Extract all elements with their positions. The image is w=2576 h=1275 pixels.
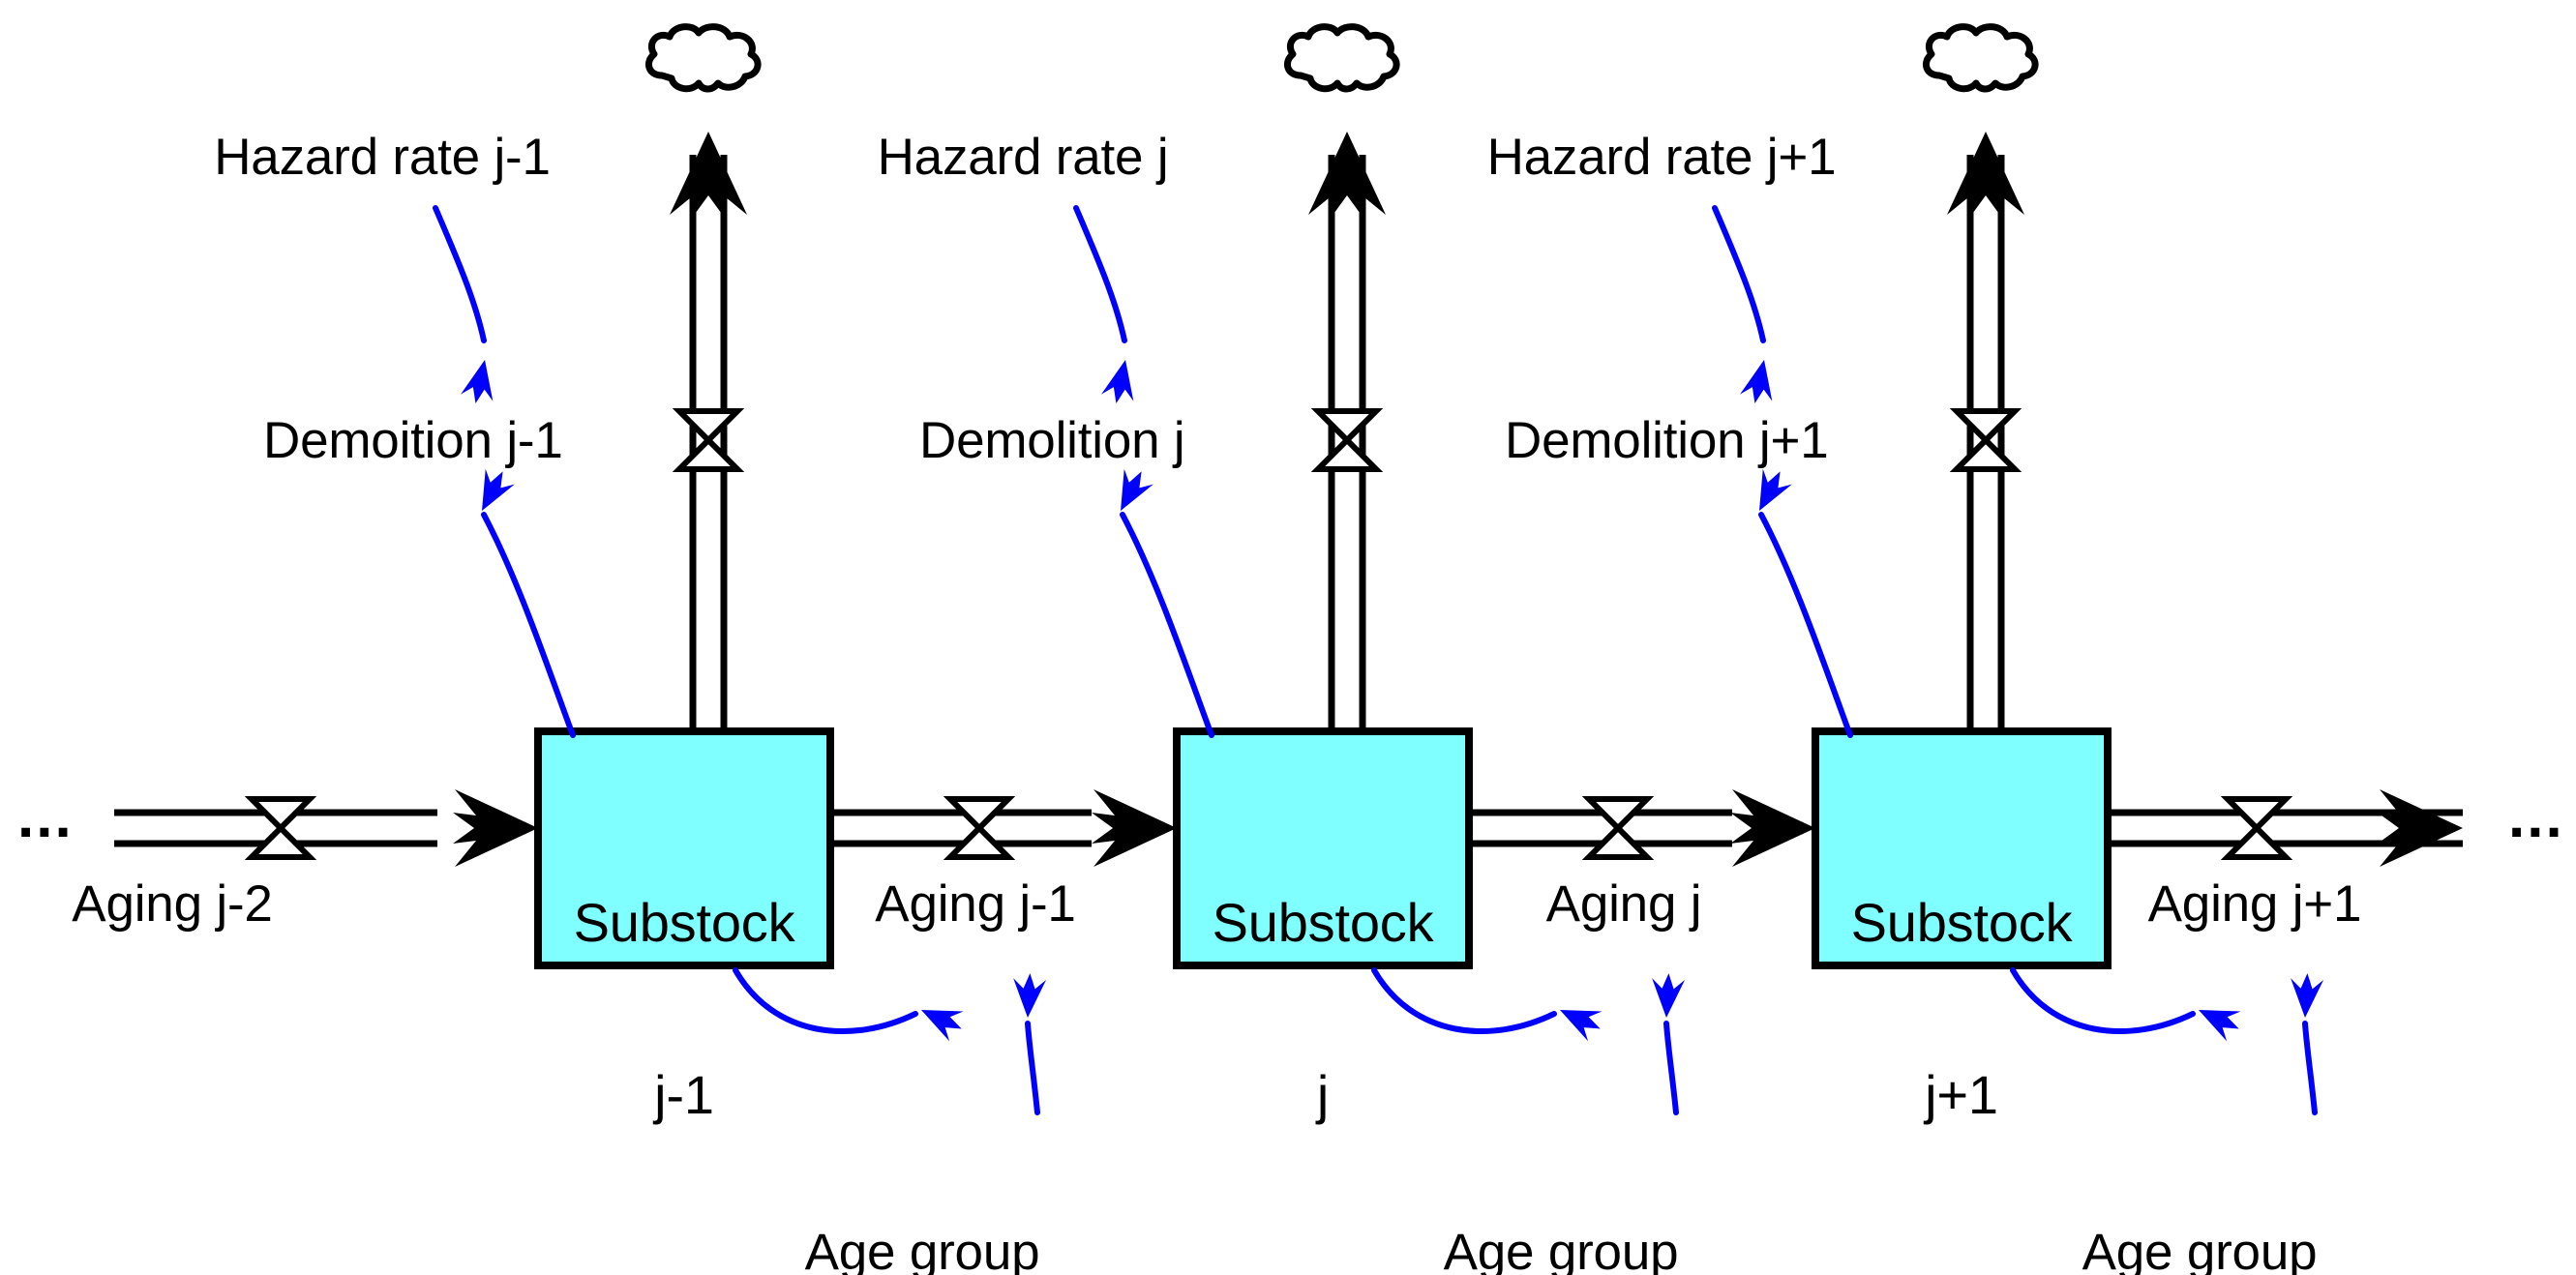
stock-j-minus-1-label[interactable]: Substock j-1 [544,779,824,1181]
cloud-icon-j [1287,27,1396,89]
demolition-pipes [689,155,2005,733]
valve-icon-demolition-j [1318,411,1376,469]
flow-arrowhead-demolition-j [1308,132,1386,217]
ellipsis-right: ... [2508,784,2564,850]
valve-icon-aging-j-minus-1 [950,799,1008,857]
cloud-icon-j-plus-1 [1926,27,2035,89]
causal-links [433,205,2318,1115]
demolition-j-plus-1-label[interactable]: Demolition j+1 [1505,412,1829,469]
cloud-icon-j-minus-1 [648,27,758,89]
causal-arrowhead-hazard-j [1099,356,1142,407]
hazard-rate-j-label[interactable]: Hazard rate j [877,129,1169,186]
stock-j-label[interactable]: Substock j [1183,779,1463,1181]
age-group-duration-j-minus-1-label[interactable]: Age group duration j-1 [695,1117,1150,1275]
causal-arrowhead-hazard-j-minus-1 [459,356,501,407]
valve-icon-demolition-j-plus-1 [1957,411,2015,469]
valve-icon-aging-j-minus-2 [252,799,310,857]
valve-icon-demolition-j-minus-1 [679,411,737,469]
age-group-duration-j-minus-1-line1: Age group [804,1224,1040,1275]
stock-j-line1: Substock [1212,891,1434,953]
flow-arrowhead-aging-j-plus-1 [2378,789,2463,867]
stock-boxes [534,727,2112,969]
causal-arrowhead-duration-j [1650,972,1686,1019]
aging-j-label[interactable]: Aging j [1545,875,1702,933]
demolition-j-minus-1-label[interactable]: Demoition j-1 [263,412,563,469]
age-group-duration-j-plus-1-line1: Age group [2082,1224,2318,1275]
ellipsis-left: ... [17,784,74,850]
causal-arrowhead-duration-j-minus-1 [1011,972,1047,1019]
valve-icon-aging-j-plus-1 [2228,799,2286,857]
stock-j-plus-1-label[interactable]: Substock j+1 [1821,779,2102,1181]
hazard-rate-j-minus-1-label[interactable]: Hazard rate j-1 [214,129,551,186]
causal-arrowhead-demolition-j-minus-1 [466,463,518,519]
causal-arrowhead-duration-j-plus-1 [2289,972,2324,1019]
causal-arrowhead-stock-to-aging-j [1552,994,1607,1044]
stock-j-plus-1-line2: j+1 [1925,1063,1998,1125]
age-group-duration-j-label[interactable]: Age group duration j [1333,1117,1788,1275]
aging-j-minus-1-label[interactable]: Aging j-1 [875,875,1076,933]
valve-icon-aging-j [1589,799,1647,857]
flow-arrowhead-demolition-j-minus-1 [670,132,747,217]
flow-arrowhead-demolition-j-plus-1 [1947,132,2024,217]
age-group-duration-j-line1: Age group [1443,1224,1679,1275]
causal-arrowhead-hazard-j-plus-1 [1738,356,1781,407]
flow-arrowhead-aging-j-minus-1 [1092,789,1177,867]
aging-j-minus-2-label[interactable]: Aging j-2 [72,875,273,933]
stock-j-plus-1-line1: Substock [1850,891,2073,953]
aging-j-plus-1-label[interactable]: Aging j+1 [2147,875,2362,933]
stock-j-minus-1-line2: j-1 [654,1063,714,1125]
age-group-duration-j-plus-1-label[interactable]: Age group duration j+1 [1972,1117,2427,1275]
hazard-rate-j-plus-1-label[interactable]: Hazard rate j+1 [1486,129,1837,186]
flow-arrowhead-aging-j-minus-2 [453,789,538,867]
demolition-j-label[interactable]: Demolition j [919,412,1185,469]
causal-arrowhead-demolition-j-plus-1 [1744,463,1795,519]
stock-j-line2: j [1316,1063,1330,1125]
flow-arrowhead-aging-j [1730,789,1815,867]
stock-j-minus-1-line1: Substock [573,891,795,953]
causal-arrowhead-demolition-j [1105,463,1156,519]
causal-arrowhead-stock-to-aging-j-minus-1 [914,994,969,1044]
causal-arrowhead-stock-to-aging-j-plus-1 [2191,994,2246,1044]
